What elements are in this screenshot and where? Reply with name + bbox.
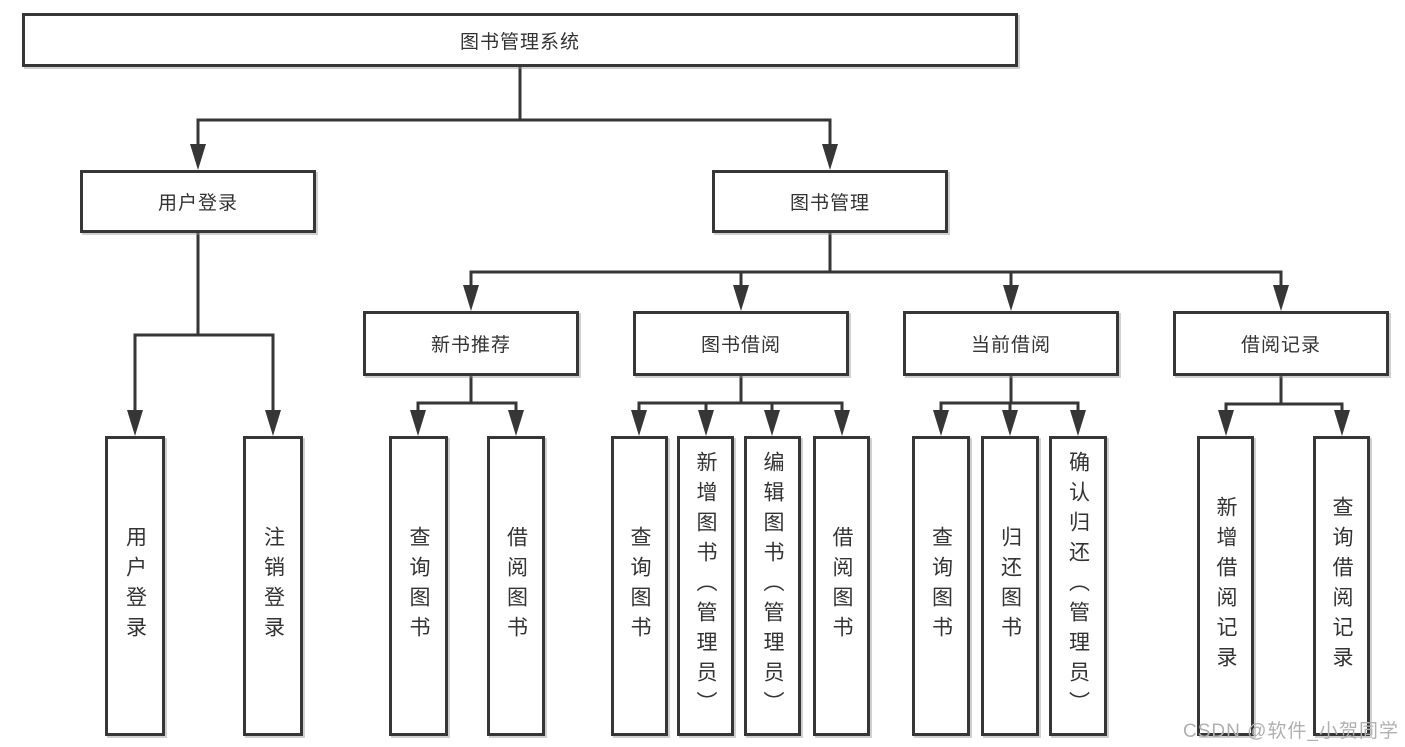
node-book-management-label: 图书管理 (789, 193, 870, 214)
leaf-bb-edit-books-admin-label: 编辑图书（管理员） (761, 451, 784, 721)
arrow-down-icon (822, 144, 838, 170)
leaf-cb-return-books: 归还图书 (981, 436, 1039, 736)
arrow-down-icon (834, 410, 850, 436)
leaf-nb-query-books-label: 查询图书 (407, 526, 430, 646)
node-user-login-label: 用户登录 (157, 193, 238, 214)
arrow-down-icon (508, 410, 524, 436)
arrow-down-icon (1002, 410, 1018, 436)
node-book-borrowing-label: 图书借阅 (700, 335, 781, 356)
leaf-cb-return-books-label: 归还图书 (998, 526, 1022, 646)
arrow-down-icon (764, 410, 780, 436)
arrow-down-icon (698, 410, 714, 436)
arrow-down-icon (1003, 285, 1019, 311)
leaf-bb-query-books-label: 查询图书 (628, 526, 651, 646)
arrow-down-icon (631, 410, 647, 436)
connector-book-management-children (463, 231, 1289, 311)
arrow-down-icon (933, 410, 949, 436)
connector-borrowing-records-children (1218, 374, 1350, 436)
arrow-down-icon (1334, 410, 1350, 436)
leaf-bb-borrow-books: 借阅图书 (813, 436, 870, 736)
connector-root-to-level2 (190, 65, 838, 170)
leaf-bb-edit-books-admin: 编辑图书（管理员） (744, 436, 801, 736)
leaf-cb-confirm-return-admin-label: 确认归还（管理员） (1066, 451, 1090, 721)
node-borrowing-records: 借阅记录 (1173, 311, 1389, 376)
leaf-user-login: 用户登录 (105, 436, 165, 736)
arrow-down-icon (265, 410, 281, 436)
csdn-watermark: CSDN @软件_小贺同学 (1183, 721, 1399, 742)
leaf-br-add-borrow-record: 新增借阅记录 (1197, 436, 1254, 736)
leaf-br-query-borrow-record-label: 查询借阅记录 (1330, 496, 1353, 676)
node-user-login: 用户登录 (80, 170, 316, 233)
leaf-bb-add-books-admin-label: 新增图书（管理员） (694, 451, 717, 721)
leaf-nb-borrow-books: 借阅图书 (487, 436, 545, 736)
leaf-cb-query-books: 查询图书 (912, 436, 970, 736)
arrow-down-icon (463, 285, 479, 311)
arrow-down-icon (1273, 285, 1289, 311)
node-current-borrowing: 当前借阅 (903, 311, 1119, 376)
node-new-book-recommend-label: 新书推荐 (430, 335, 511, 356)
connector-user-login-children (127, 231, 281, 436)
leaf-nb-query-books: 查询图书 (389, 436, 448, 736)
node-borrowing-records-label: 借阅记录 (1240, 335, 1321, 356)
leaf-br-add-borrow-record-label: 新增借阅记录 (1214, 496, 1237, 676)
leaf-cb-confirm-return-admin: 确认归还（管理员） (1049, 436, 1107, 736)
leaf-user-login-label: 用户登录 (123, 526, 147, 646)
leaf-logout-label: 注销登录 (261, 526, 285, 646)
leaf-bb-query-books: 查询图书 (611, 436, 668, 736)
arrow-down-icon (1218, 410, 1234, 436)
leaf-bb-borrow-books-label: 借阅图书 (830, 526, 853, 646)
leaf-br-query-borrow-record: 查询借阅记录 (1313, 436, 1370, 736)
node-new-book-recommend: 新书推荐 (363, 311, 579, 376)
leaf-logout: 注销登录 (243, 436, 303, 736)
leaf-bb-add-books-admin: 新增图书（管理员） (677, 436, 734, 736)
node-current-borrowing-label: 当前借阅 (970, 335, 1051, 356)
node-book-borrowing: 图书借阅 (633, 311, 849, 376)
connector-book-borrowing-children (631, 374, 850, 436)
arrow-down-icon (733, 285, 749, 311)
arrow-down-icon (1070, 410, 1086, 436)
leaf-cb-query-books-label: 查询图书 (929, 526, 953, 646)
connector-current-borrowing-children (933, 374, 1086, 436)
node-root: 图书管理系统 (22, 13, 1018, 67)
connector-new-book-children (410, 374, 524, 436)
leaf-nb-borrow-books-label: 借阅图书 (504, 526, 528, 646)
arrow-down-icon (410, 410, 426, 436)
arrow-down-icon (190, 144, 206, 170)
arrow-down-icon (127, 410, 143, 436)
node-book-management: 图书管理 (712, 170, 948, 233)
node-root-label: 图书管理系统 (459, 31, 580, 53)
